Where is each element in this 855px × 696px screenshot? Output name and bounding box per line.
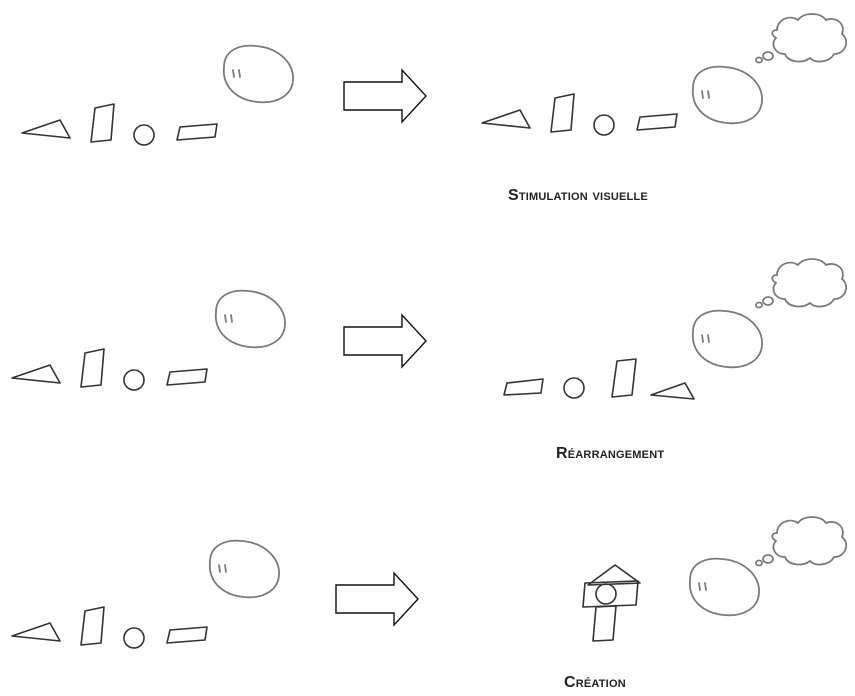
shapes-after-row2 bbox=[504, 359, 694, 399]
house-pillar bbox=[593, 606, 616, 641]
head-icon bbox=[224, 46, 293, 103]
triangle-shape bbox=[651, 383, 694, 399]
parallelogram-shape bbox=[504, 379, 543, 395]
thought-cloud-icon bbox=[756, 259, 846, 308]
shapes-before-row2 bbox=[12, 349, 207, 390]
head-icon bbox=[693, 311, 762, 368]
rectangle-shape bbox=[612, 359, 636, 397]
caption-rearrangement: Réarrangement bbox=[556, 445, 664, 462]
row-rearrangement: Réarrangement bbox=[12, 259, 846, 462]
shapes-after-row1 bbox=[482, 94, 677, 135]
head-icon bbox=[690, 559, 759, 616]
circle-shape bbox=[564, 378, 584, 398]
row-stimulation: Stimulation visuelle bbox=[22, 14, 846, 204]
head-icon bbox=[216, 291, 285, 348]
head-icon bbox=[210, 541, 279, 598]
row-creation: Création bbox=[12, 517, 846, 691]
head-icon bbox=[693, 67, 762, 124]
caption-stimulation: Stimulation visuelle bbox=[508, 187, 648, 204]
house-window bbox=[596, 584, 616, 604]
right-arrow-icon bbox=[344, 315, 426, 367]
thought-cloud-icon bbox=[756, 14, 846, 63]
stacked-house bbox=[583, 565, 640, 641]
right-arrow-icon bbox=[344, 70, 426, 122]
shapes-before-row3 bbox=[12, 607, 207, 648]
right-arrow-icon bbox=[336, 573, 418, 625]
caption-creation: Création bbox=[564, 674, 626, 691]
shapes-before-row1 bbox=[22, 104, 217, 145]
thought-cloud-icon bbox=[756, 517, 846, 566]
